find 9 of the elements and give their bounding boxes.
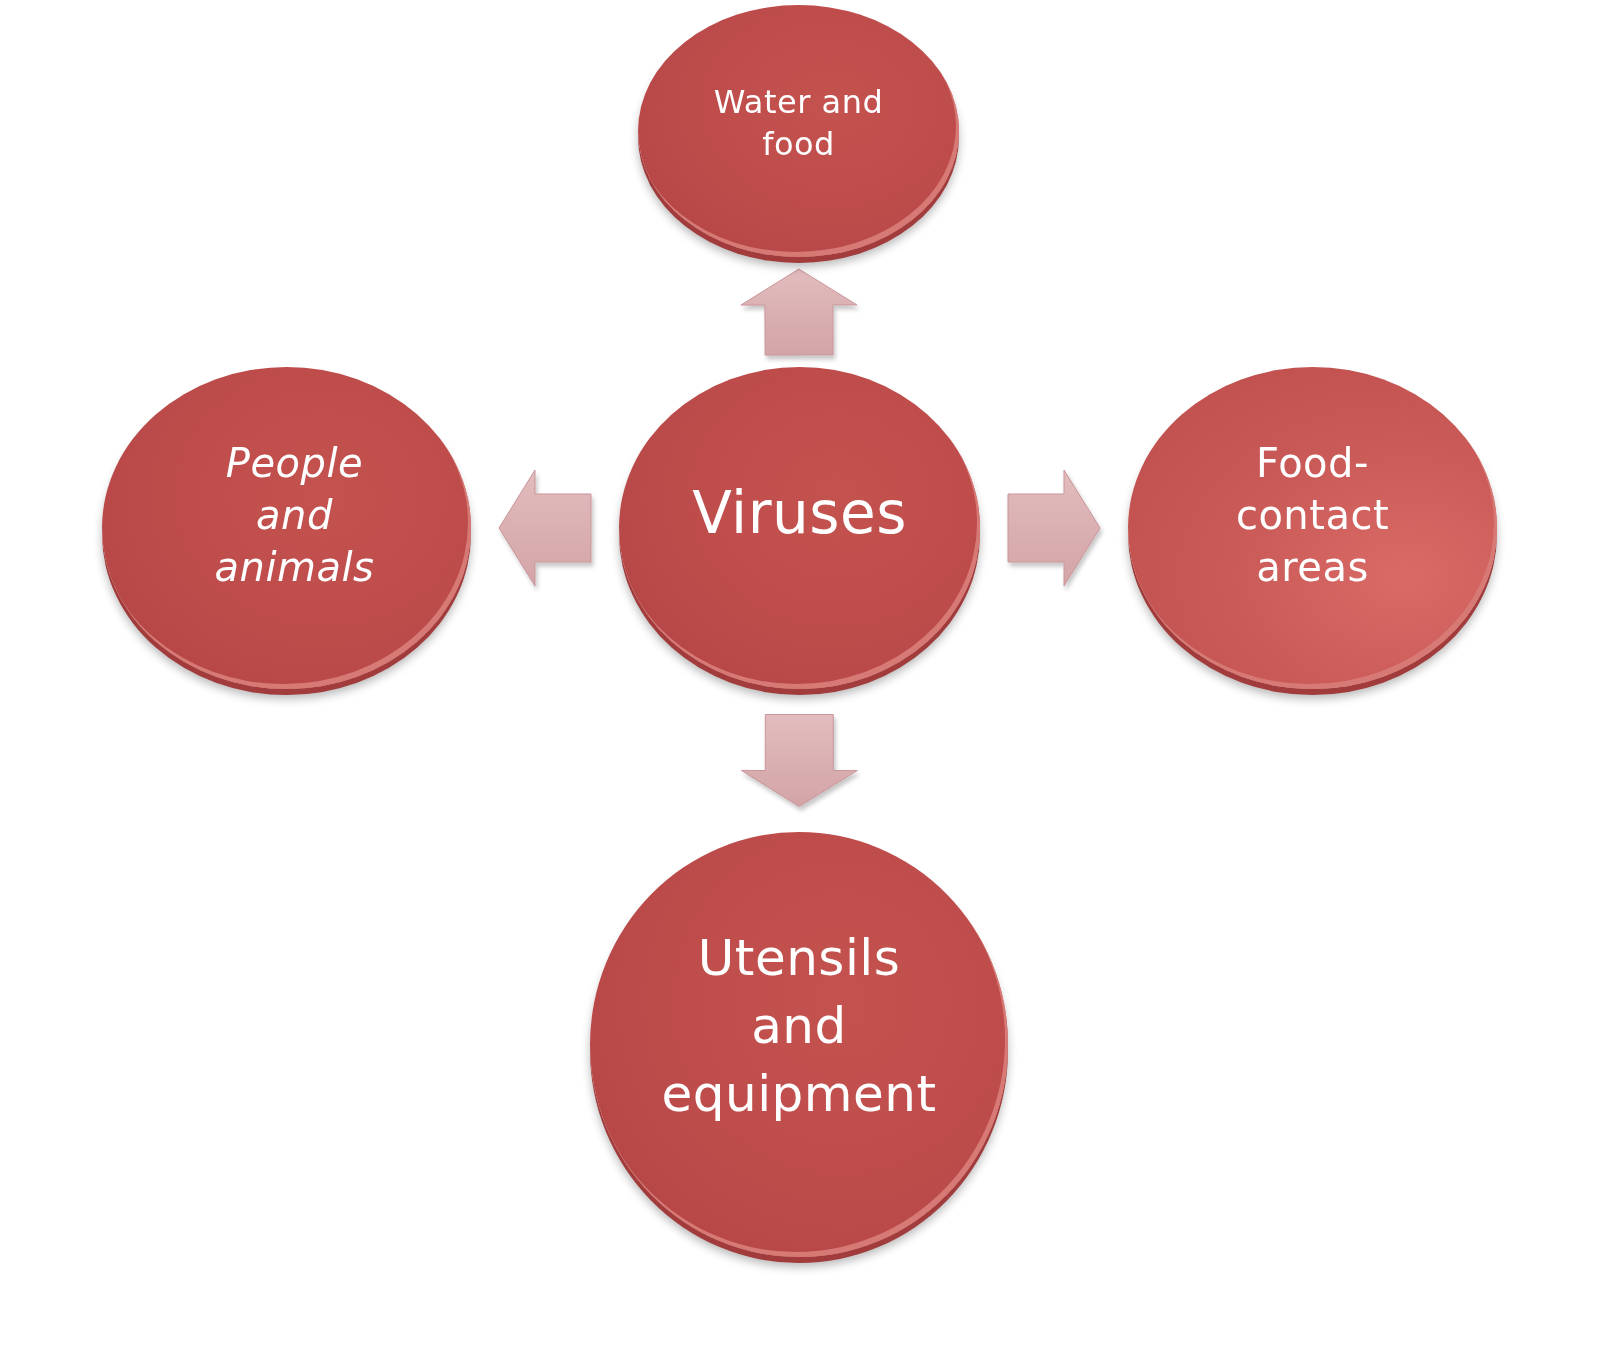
node-text: Water and food (712, 82, 885, 165)
node-text: Viruses (691, 479, 908, 547)
node-text: Food- contact areas (1234, 439, 1391, 592)
block-arrow (740, 268, 858, 356)
node-text: People and animals (213, 439, 376, 592)
block-arrow (740, 714, 858, 807)
node-text: Utensils and equipment (660, 928, 938, 1125)
block-arrow (1007, 469, 1101, 587)
block-arrow (498, 469, 592, 587)
